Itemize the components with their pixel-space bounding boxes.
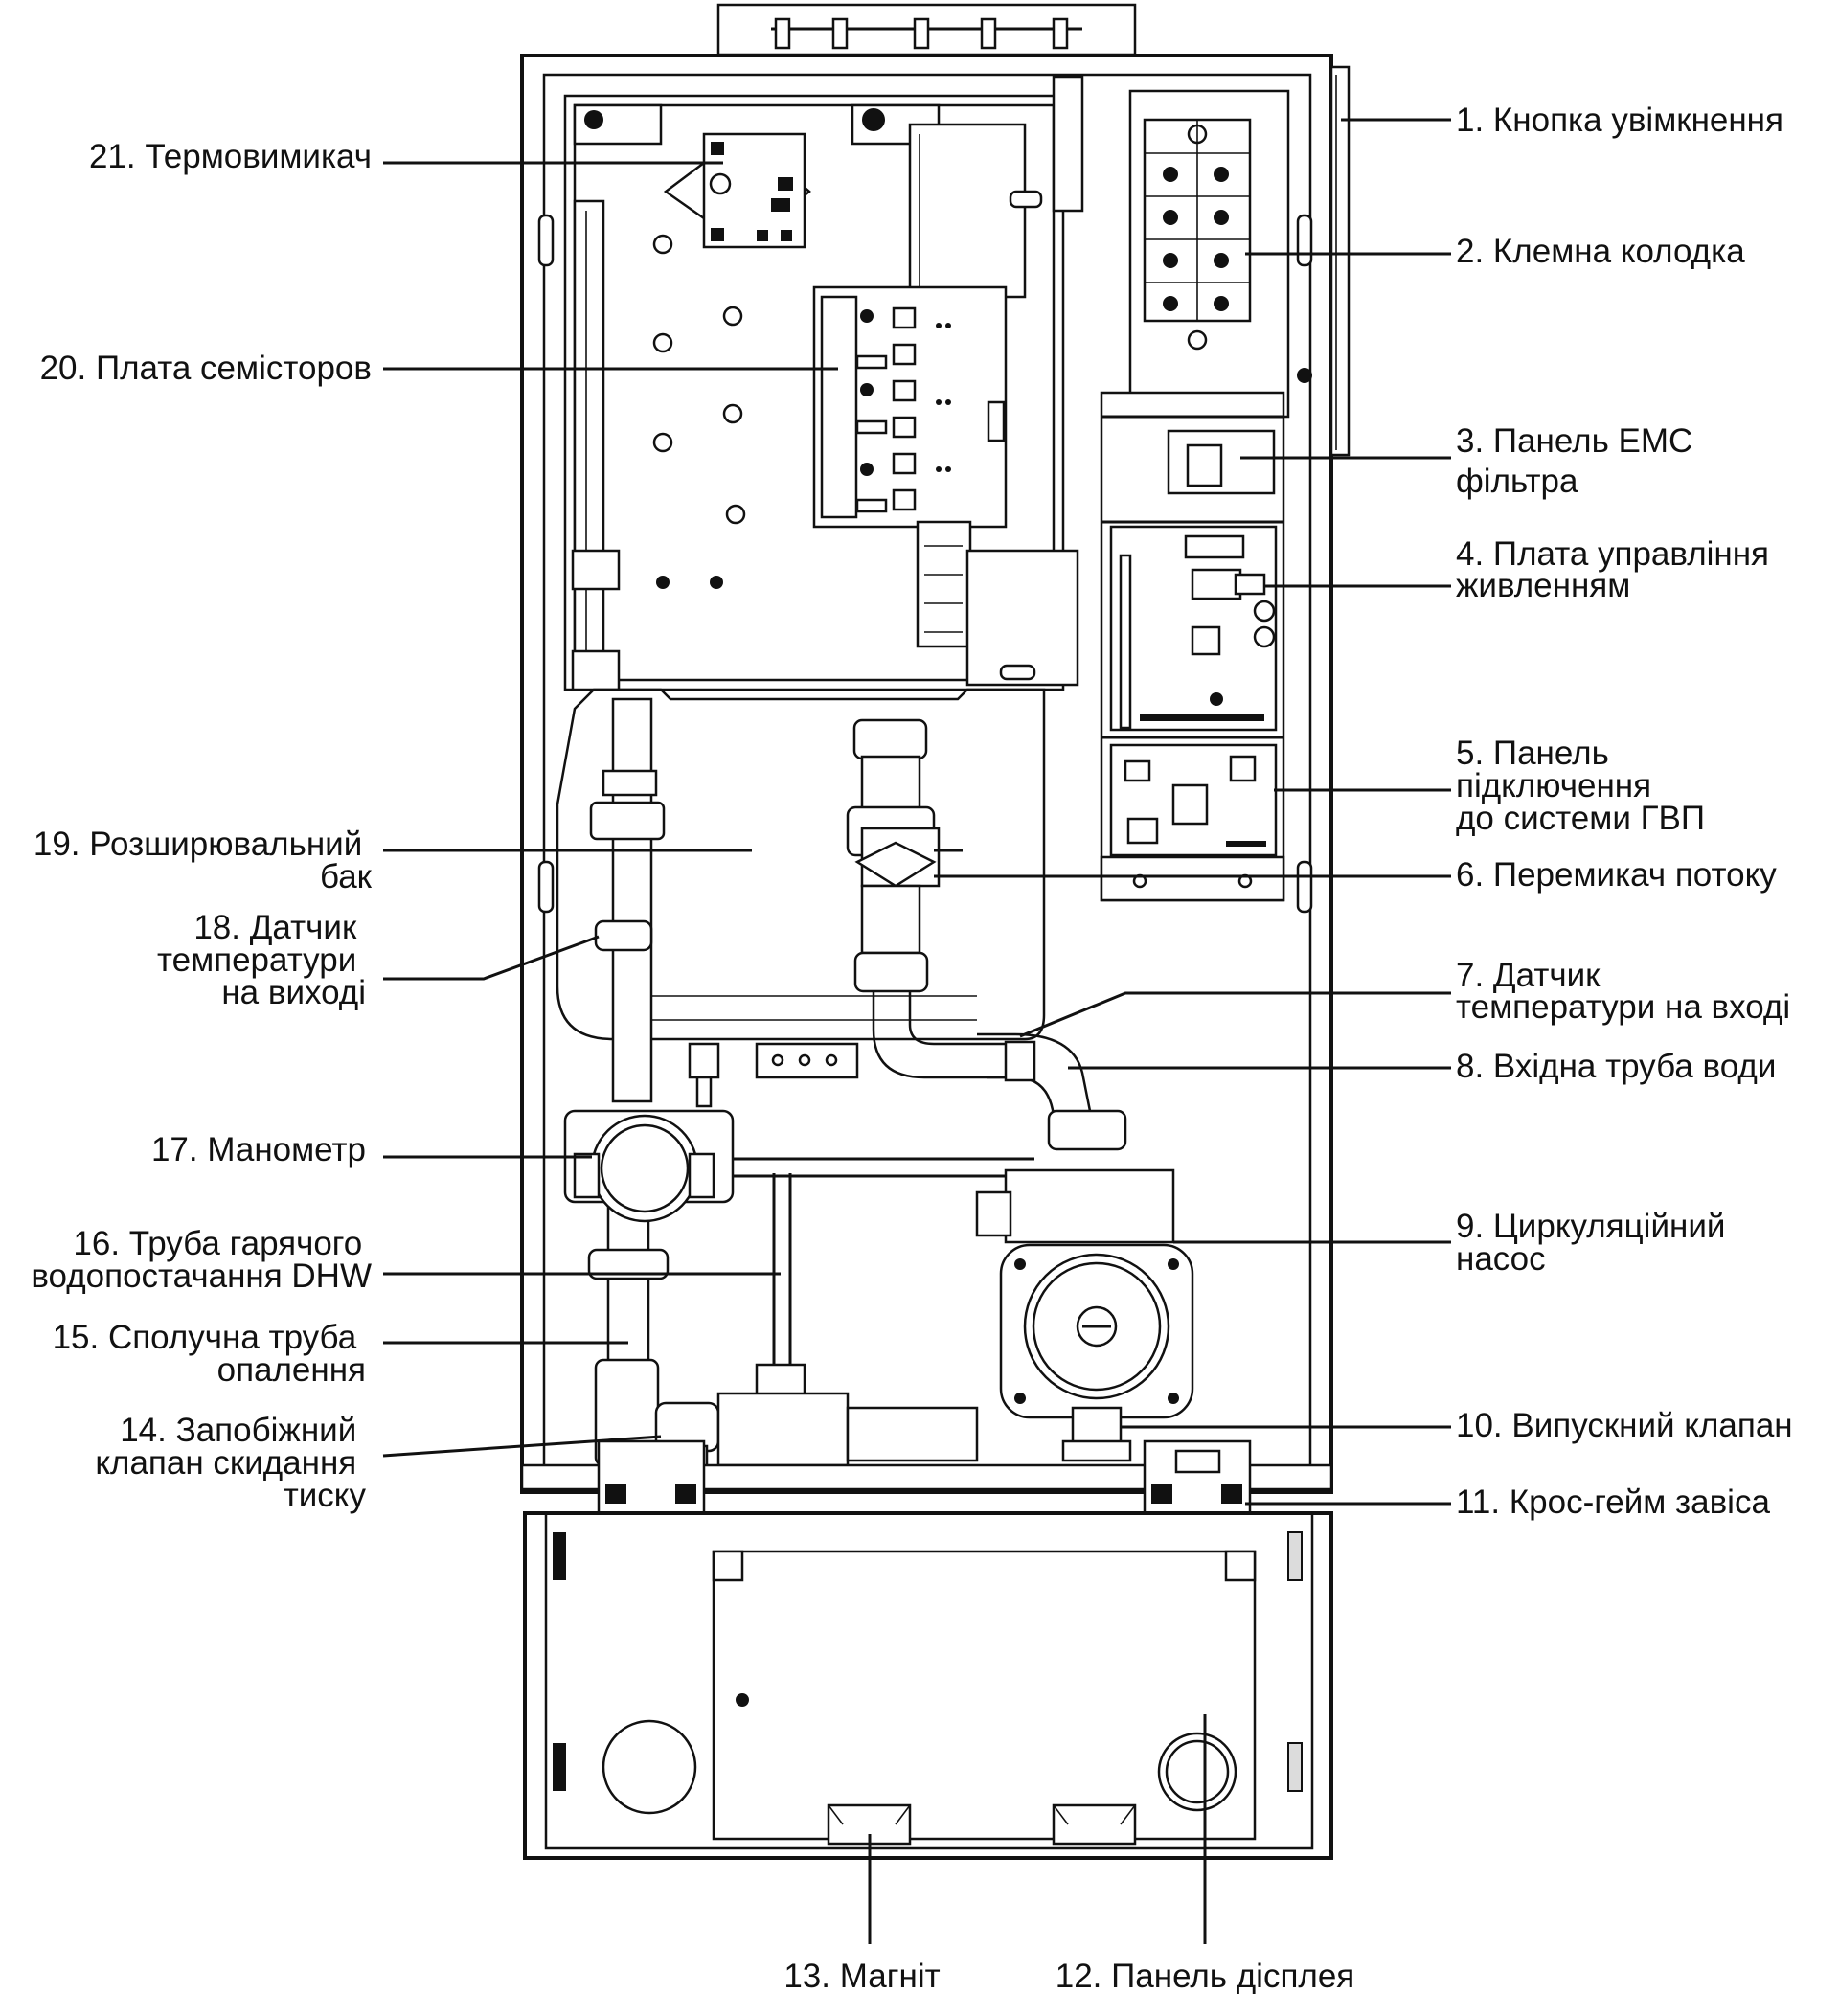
hinge-right — [1143, 1439, 1252, 1515]
label-safety-valve: 14. Запобіжний клапан скидання тиску — [95, 1412, 366, 1514]
label-expansion-tank: 19. Розширювальний бак — [34, 826, 373, 895]
circulation-pump — [975, 1168, 1194, 1462]
label-emc-filter: 3. Панель ЕМС фільтра — [1456, 422, 1702, 500]
label-thermal-switch: 21. Термовимикач — [89, 138, 372, 175]
label-hinge: 11. Крос-гейм завіса — [1456, 1484, 1770, 1521]
label-terminal-block: 2. Клемна колодка — [1456, 233, 1745, 270]
fuse-strip — [916, 520, 1079, 687]
triac-board — [812, 285, 1008, 529]
label-heating-pipe: 15. Сполучна труба опалення — [53, 1319, 366, 1389]
component-labels: 1. Кнопка увімкнення 2. Клемна колодка 3… — [31, 102, 1792, 1995]
front-cover — [523, 1511, 1333, 1860]
outlet-pipe — [587, 697, 670, 1371]
label-pressure-gauge: 17. Манометр — [151, 1131, 366, 1168]
label-display-panel: 12. Панель дісплея — [1056, 1958, 1355, 1995]
label-power-board: 4. Плата управління живленням — [1456, 535, 1779, 604]
label-dhw-panel: 5. Панель підключення до системи ГВП — [1456, 735, 1705, 837]
top-mounting-bracket — [716, 3, 1137, 57]
flow-switch-assembly — [846, 718, 1127, 1151]
leader-7 — [1019, 991, 1451, 1038]
label-flow-switch: 6. Перемикач потоку — [1456, 856, 1777, 894]
expansion-tank — [556, 688, 1046, 1108]
upper-right-bracket — [908, 75, 1084, 299]
display-knob — [1157, 1732, 1237, 1812]
label-power-button: 1. Кнопка увімкнення — [1456, 102, 1783, 139]
hinge-left — [597, 1439, 706, 1515]
dhw-pipe — [733, 1157, 1034, 1410]
leader-14 — [382, 1435, 662, 1458]
leader-lines — [382, 118, 1451, 1944]
label-inlet-pipe: 8. Вхідна труба води — [1456, 1048, 1776, 1085]
thermal-switch — [663, 132, 811, 249]
label-dhw-pipe: 16. Труба гарячого водопостачання DHW — [31, 1225, 372, 1295]
plate-screws — [652, 234, 746, 589]
label-triac-board: 20. Плата семісторов — [40, 350, 372, 387]
leader-18 — [383, 935, 600, 981]
control-module — [1100, 391, 1285, 902]
label-magnet: 13. Магніт — [783, 1958, 940, 1995]
boiler-drawing — [520, 3, 1351, 1860]
label-drain-valve: 10. Випускний клапан — [1456, 1407, 1793, 1444]
bottom-rail — [520, 1439, 1333, 1515]
terminal-block — [1128, 89, 1312, 419]
pressure-gauge — [563, 1109, 735, 1223]
label-outlet-temp-sensor: 18. Датчик температури на виході — [157, 909, 366, 1011]
label-inlet-temp-sensor: 7. Датчик температури на вході — [1456, 957, 1790, 1026]
label-circulation-pump: 9. Циркуляційний насос — [1456, 1208, 1735, 1278]
heating-plate — [563, 94, 1065, 691]
